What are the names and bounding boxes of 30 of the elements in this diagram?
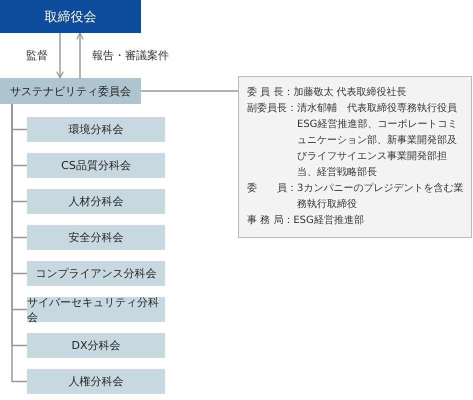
- node-label: DX分科会: [71, 338, 120, 353]
- connector-line: [141, 90, 238, 92]
- node-label: 取締役会: [44, 8, 96, 26]
- member-text: 委 員 長：加藤敬太 代表取締役社長: [247, 86, 408, 100]
- node-label: コンプライアンス分科会: [36, 266, 156, 281]
- arrow: [56, 33, 64, 79]
- subcommittee-box: [27, 153, 165, 178]
- subcommittee-box: [27, 297, 165, 322]
- info-box: [238, 76, 472, 238]
- subcommittee-box: [27, 225, 165, 250]
- node-label: サステナビリティ委員会: [10, 84, 131, 98]
- edge-label: 報告・審議案件: [92, 48, 169, 62]
- member-text: 副委員長：清水郁輔 代表取締役専務執行役員ESG経営推進部、コーポレートコミュニケーション部、新事業開発部及びライフサイエンス事業開発部担当、経営戦略部長: [247, 102, 458, 180]
- subcommittee-box: [27, 369, 165, 394]
- subcommittee-box: [27, 117, 165, 142]
- node-label: 環境分科会: [68, 122, 124, 137]
- subcommittee-box: [27, 261, 165, 286]
- member-text: 事 務 局：ESG経営推進部: [247, 214, 365, 228]
- edge-label: 監督: [26, 48, 48, 62]
- node-label: 人権分科会: [68, 374, 124, 389]
- member-text: 委 員：3カンパニーのプレジデントを含む業務執行取締役: [247, 182, 464, 212]
- subcommittee-box: [27, 333, 165, 358]
- node-label: サイバーセキュリティ分科会: [27, 294, 160, 324]
- arrow: [76, 32, 84, 78]
- node-label: 安全分科会: [68, 230, 124, 245]
- board-box: [0, 0, 141, 33]
- node-label: CS品質分科会: [61, 158, 131, 173]
- node-label: 人材分科会: [68, 194, 124, 209]
- subcommittee-box: [27, 189, 165, 214]
- committee-box: [0, 78, 141, 104]
